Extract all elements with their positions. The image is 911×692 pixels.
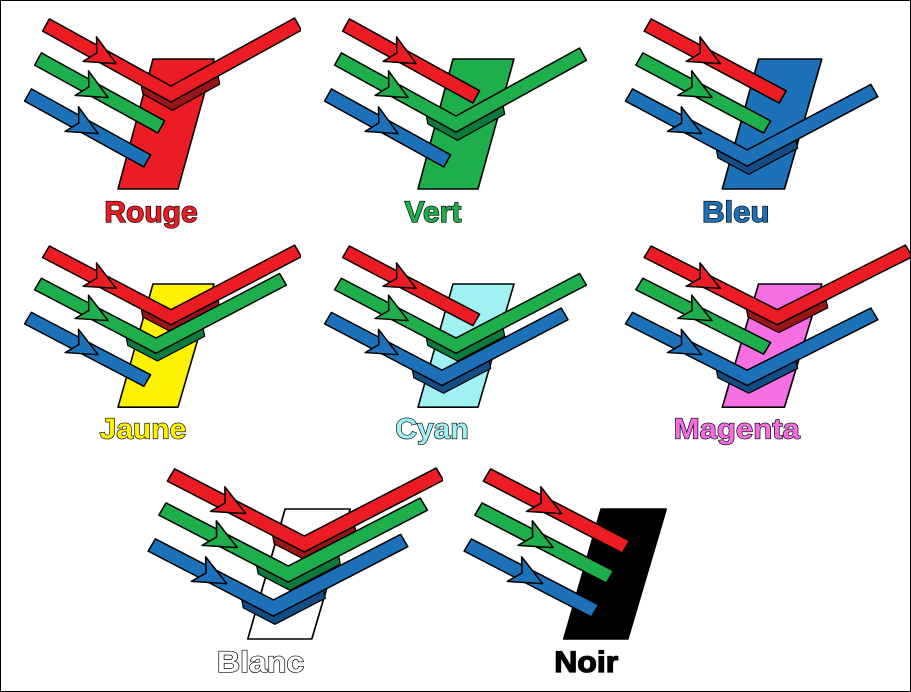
ray-blue-arrowhead-icon: [666, 328, 703, 356]
ray-red-arrowhead-icon: [382, 262, 417, 290]
ray-blue-arrowhead-icon: [64, 106, 99, 135]
ray-red-reflected-band: [41, 17, 301, 103]
panel-label-blanc: Blanc: [217, 645, 304, 679]
ray-blue-reflected-band: [624, 83, 879, 167]
ray-green-arrowhead-icon: [74, 294, 109, 322]
panel-rouge: Rouge: [23, 17, 301, 230]
ray-red-reflected-band: [41, 244, 301, 326]
ray-red-arrowhead-icon: [82, 262, 117, 290]
ray-red-reflected-band: [166, 467, 443, 553]
ray-red-arrowhead-icon: [382, 36, 417, 65]
ray-green-arrowhead-icon: [374, 294, 409, 322]
panel-label-noir: Noir: [554, 645, 618, 679]
ray-blue-reflected-band: [624, 307, 879, 387]
ray-green-arrowhead-icon: [517, 520, 555, 549]
ray-blue-arrowhead-icon: [364, 328, 399, 356]
ray-red-arrowhead-icon: [685, 36, 722, 65]
panel-magenta: Magenta: [624, 244, 910, 446]
panel-cyan: Cyan: [323, 245, 588, 446]
panel-bleu: Bleu: [624, 18, 879, 230]
ray-red-arrowhead-icon: [525, 486, 563, 515]
panel-noir: Noir: [463, 468, 668, 679]
panel-jaune: Jaune: [23, 244, 301, 446]
ray-green-arrowhead-icon: [677, 294, 713, 322]
ray-blue-arrowhead-icon: [64, 328, 99, 356]
ray-blue-arrowhead-icon: [190, 556, 228, 585]
ray-blue-arrowhead-icon: [506, 556, 544, 585]
ray-red-arrowhead-icon: [209, 486, 247, 515]
ray-green-arrowhead-icon: [74, 70, 109, 99]
panel-label-cyan: Cyan: [395, 414, 468, 445]
ray-red-reflected-band: [643, 244, 910, 326]
panel-label-magenta: Magenta: [674, 414, 801, 445]
ray-blue-arrowhead-icon: [666, 106, 703, 135]
ray-blue-arrowhead-icon: [364, 106, 399, 135]
panel-vert: Vert: [323, 18, 588, 230]
ray-red-arrowhead-icon: [685, 262, 722, 290]
ray-blue-reflected-band: [147, 533, 409, 617]
panel-label-jaune: Jaune: [100, 414, 187, 445]
panel-label-vert: Vert: [405, 196, 462, 229]
panel-blanc: Blanc: [147, 467, 443, 679]
ray-red-arrowhead-icon: [82, 36, 117, 65]
ray-green-arrowhead-icon: [677, 70, 713, 99]
panel-label-bleu: Bleu: [702, 195, 769, 228]
ray-green-arrowhead-icon: [201, 520, 239, 549]
panel-label-rouge: Rouge: [104, 196, 197, 229]
ray-green-arrowhead-icon: [374, 70, 409, 99]
ray-blue-reflected-band: [323, 307, 569, 387]
